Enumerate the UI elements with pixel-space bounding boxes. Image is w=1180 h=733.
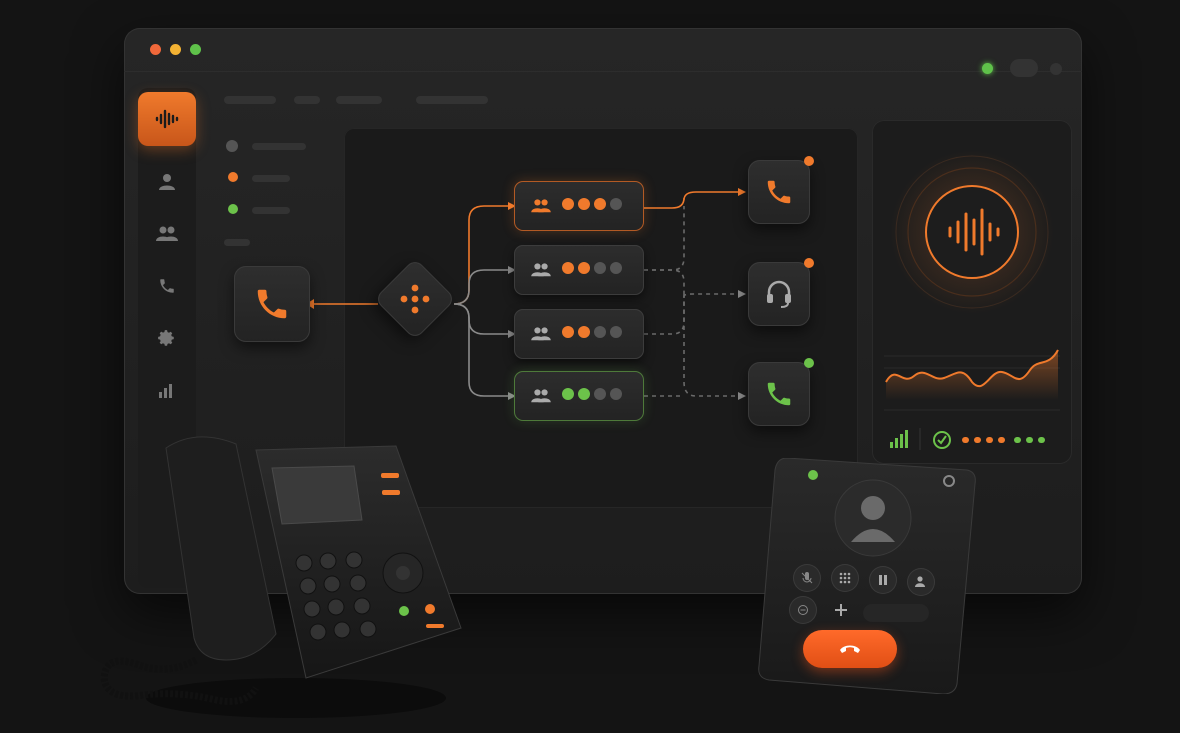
waveform-icon <box>948 208 1000 256</box>
queue-status-dots <box>562 387 626 405</box>
list-status-dot <box>228 204 238 214</box>
lcd-screen <box>271 465 363 525</box>
activity-dots <box>962 437 1045 443</box>
transfer-icon <box>915 576 925 587</box>
sidebar-item-user[interactable] <box>138 164 196 200</box>
avatar <box>861 496 885 520</box>
incoming-call-node[interactable] <box>234 266 310 342</box>
phone-icon <box>257 289 287 319</box>
check-circle-icon <box>933 431 951 449</box>
toggle-pill[interactable] <box>1010 59 1038 77</box>
list-item-placeholder[interactable] <box>252 175 290 182</box>
phone-cord <box>100 656 260 705</box>
desk-phone <box>96 428 466 728</box>
sidebar-item-phone[interactable] <box>138 268 196 304</box>
nav-placeholder[interactable] <box>416 96 488 104</box>
close-button[interactable] <box>150 44 161 55</box>
sidebar-item-settings[interactable] <box>138 320 196 356</box>
queue-status-dots <box>562 325 626 343</box>
status-badge <box>804 156 814 166</box>
online-status-icon <box>982 63 993 74</box>
queue-node[interactable] <box>514 371 644 421</box>
window-control-dot[interactable] <box>1050 63 1062 75</box>
users-icon <box>156 226 178 241</box>
mute-icon <box>801 572 813 584</box>
keypad <box>295 551 377 641</box>
bar-chart-icon <box>159 384 172 398</box>
handset <box>165 436 277 661</box>
hold-button[interactable] <box>869 566 897 594</box>
flow-connectors <box>306 188 746 400</box>
waveform-icon <box>155 109 179 129</box>
control-placeholder[interactable] <box>863 604 929 622</box>
hangup-icon <box>840 645 860 653</box>
list-item-placeholder[interactable] <box>252 143 306 150</box>
gear-icon <box>158 330 174 346</box>
mute-button[interactable] <box>793 564 821 592</box>
users-icon <box>531 199 551 213</box>
queue-node[interactable] <box>514 245 644 295</box>
queue-status-dots <box>562 197 626 215</box>
phone-destination[interactable] <box>748 156 814 224</box>
minimize-button[interactable] <box>170 44 181 55</box>
transfer-button[interactable] <box>907 568 935 596</box>
nav-placeholder[interactable] <box>294 96 320 104</box>
contact-list <box>208 124 340 246</box>
pause-icon <box>879 575 887 585</box>
users-icon <box>531 263 551 277</box>
nav-placeholder[interactable] <box>336 96 382 104</box>
user-icon <box>159 174 175 190</box>
agent-destination[interactable] <box>748 258 814 326</box>
status-badge <box>804 258 814 268</box>
queue-node[interactable] <box>514 181 644 231</box>
nav-placeholder[interactable] <box>224 96 276 104</box>
record-button[interactable] <box>789 596 817 624</box>
signal-bars-icon <box>890 430 908 448</box>
list-item-placeholder[interactable] <box>252 207 290 214</box>
sidebar-item-waveform[interactable] <box>138 92 196 146</box>
keypad-button[interactable] <box>831 564 859 592</box>
users-icon <box>531 389 551 403</box>
monitor-visual <box>884 150 1060 450</box>
live-monitor-panel <box>872 120 1072 464</box>
status-badge <box>804 358 814 368</box>
router-dots-icon <box>400 284 430 314</box>
queue-status-dots <box>562 261 626 279</box>
phone-icon <box>160 279 174 293</box>
titlebar <box>124 28 1082 77</box>
record-icon <box>798 605 808 615</box>
add-icon <box>835 604 847 616</box>
keypad-icon <box>839 572 851 584</box>
phone-icon <box>767 180 791 204</box>
list-status-dot <box>226 140 238 152</box>
add-call-button[interactable] <box>827 596 855 624</box>
answered-destination[interactable] <box>748 358 814 426</box>
list-status-dot <box>228 172 238 182</box>
mobile-softphone <box>757 458 977 694</box>
app-window <box>124 28 1082 594</box>
sidebar-item-analytics[interactable] <box>138 372 196 408</box>
sidebar-item-users[interactable] <box>138 216 196 252</box>
end-call-button[interactable] <box>803 630 897 668</box>
maximize-button[interactable] <box>190 44 201 55</box>
phone-icon <box>767 382 791 406</box>
headset-icon <box>767 280 791 308</box>
list-item-placeholder[interactable] <box>224 239 250 246</box>
users-icon <box>531 327 551 341</box>
queue-node[interactable] <box>514 309 644 359</box>
